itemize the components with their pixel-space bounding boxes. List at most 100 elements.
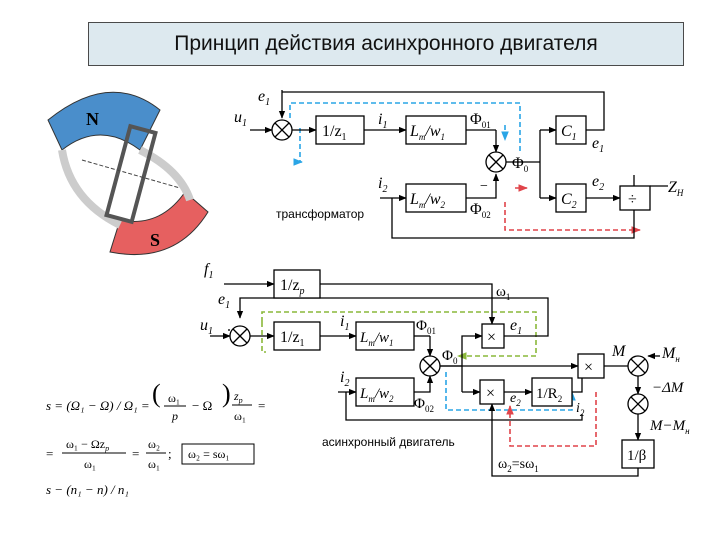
- block-c1: [555, 115, 587, 145]
- f-line1-paren-open: (: [152, 379, 161, 408]
- m-mh: Mн: [661, 345, 680, 364]
- block-z1-m: [273, 321, 321, 351]
- block-c2: [555, 183, 587, 213]
- rotor-axis: [81, 159, 181, 189]
- block-beta: [621, 439, 655, 469]
- i2-m-feedback: [345, 392, 583, 421]
- m-omega2-eq: ω2=sω1: [498, 457, 539, 474]
- block-lm-w1: [405, 115, 467, 145]
- m-m: M: [611, 343, 627, 360]
- phi02-m-up: [414, 375, 434, 393]
- caption-transformer: трансформатор: [276, 207, 364, 221]
- red-loop-motor: [506, 392, 597, 447]
- f-line1-num: ω₁: [168, 391, 180, 405]
- t-block-c2: C2: [561, 191, 577, 211]
- omega1-wire: [320, 283, 496, 325]
- blue-loop-bottom: [293, 128, 303, 166]
- m-omega1: ω1: [496, 284, 510, 302]
- block-zp: [273, 269, 321, 299]
- f-line3: s − (n₁ − n) / n₁: [46, 482, 129, 497]
- t-block-lm-w1: Lm/w1: [409, 123, 445, 142]
- t-block-z1: 1/z1: [322, 123, 347, 143]
- magnet-s-pole: [109, 191, 209, 255]
- block-divide: [619, 185, 651, 211]
- m-block-lm-w1: Lm/w1: [359, 330, 394, 348]
- block-mult-3: [577, 353, 605, 379]
- t-e1-out: e1: [592, 135, 604, 155]
- pole-s-label: S: [150, 230, 160, 250]
- f-line2-num: ω₁ − Ωzp: [66, 437, 109, 453]
- m-block-z1: 1/z1: [280, 329, 305, 349]
- caption-motor: асинхронный двигатель: [322, 435, 455, 449]
- m-i2: i2: [340, 369, 349, 389]
- m-e1-out: e1: [510, 317, 522, 337]
- m-u1: u1: [200, 317, 213, 337]
- f-line1-left: s = (Ω₁ − Ω) / Ω₁ =: [46, 398, 150, 413]
- m-block-beta: 1/β: [627, 448, 646, 464]
- f-line2-den: ω₁: [84, 457, 96, 471]
- f-line1-paren-close: ): [222, 379, 231, 408]
- pole-n-label: N: [86, 109, 99, 129]
- f-line1-zp: zp: [233, 389, 243, 405]
- f-line2-box-text: ω₂ = sω₁: [188, 447, 230, 461]
- f-line2-num2: ω₂: [148, 437, 160, 451]
- blue-loop-top: [289, 102, 521, 152]
- block-r2: [531, 377, 573, 407]
- t-u1: u1: [234, 109, 247, 129]
- m-mult-3: ×: [584, 359, 593, 376]
- t-block-lm-w2: Lm/w2: [409, 191, 446, 210]
- f-line1-end: =: [258, 398, 265, 413]
- m-block-zp: 1/zp: [280, 277, 305, 297]
- block-lm-w1-m: [355, 321, 415, 351]
- f-line1-den: p: [171, 409, 178, 423]
- m-mult-1: ×: [487, 329, 496, 346]
- m-e2: e2: [510, 391, 521, 408]
- formulas: s = (Ω₁ − Ω) / Ω₁ = ω₁ p − Ω zp ω₁ = ( )…: [46, 379, 265, 497]
- t-i2: i2: [378, 175, 387, 195]
- title-banner: Принцип действия асинхронного двигателя: [88, 22, 684, 66]
- green-loop: [261, 311, 537, 360]
- m-m-minus-mh: M−Mн: [649, 418, 690, 436]
- omega2-feedback: [488, 403, 639, 477]
- m-phi01: Φ01: [416, 318, 436, 336]
- t-block-c1: C1: [561, 123, 577, 143]
- magnet-n-pole: [47, 91, 161, 151]
- f-line2-eq: =: [46, 446, 53, 461]
- motor-sketch: N S: [47, 91, 209, 255]
- e1-feedback-m: [239, 297, 549, 337]
- t-phi02: Φ02: [470, 201, 491, 220]
- m-block-lm-w2: Lm/w2: [359, 386, 394, 404]
- block-lm-w2: [405, 183, 467, 213]
- rotor-arc-right: [138, 146, 194, 202]
- m-e1: e1: [218, 291, 230, 311]
- t-e2: e2: [592, 173, 604, 193]
- i2-feedback: [391, 198, 635, 239]
- block-mult-1: [481, 323, 505, 349]
- m-block-r2: 1/R2: [536, 386, 562, 404]
- m-i2-out: i2: [576, 401, 585, 418]
- rotor-arc-left: [58, 149, 122, 229]
- t-e1: e1: [258, 88, 270, 108]
- t-phi0: Φ0: [512, 155, 529, 174]
- red-loop-bottom: [504, 202, 641, 234]
- f-line1-mid: − Ω: [192, 398, 212, 413]
- t-i1: i1: [378, 111, 387, 131]
- m-f1: f1: [204, 261, 213, 281]
- f-line2-sep: ;: [168, 446, 172, 461]
- e1-feedback: [282, 91, 605, 131]
- f-line2-mid: =: [132, 446, 139, 461]
- m-phi02: Φ02: [414, 396, 434, 414]
- block-z1: [315, 115, 365, 145]
- t-minus: −: [480, 179, 488, 194]
- page-title: Принцип действия асинхронного двигателя: [174, 32, 598, 55]
- transformer-diagram: e1 u1 1/z1 i1 Lm/w1 Φ01 C1 e1 Φ0 i2 Lm/w…: [234, 88, 684, 239]
- phi02-up: [466, 173, 500, 199]
- f-line2-box: [181, 443, 255, 465]
- green-loop-left: [261, 322, 266, 353]
- m-phi0: Φ0: [442, 348, 458, 366]
- f-line2-den2: ω₁: [148, 457, 160, 471]
- f-line1-zp-den: ω₁: [234, 409, 246, 423]
- m-delta-m: −ΔM: [652, 380, 685, 396]
- t-divide: ÷: [628, 191, 637, 208]
